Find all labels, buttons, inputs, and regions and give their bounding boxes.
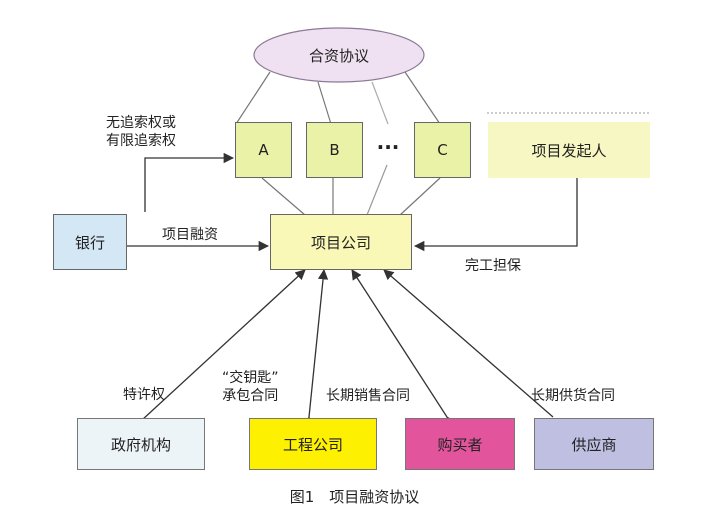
line-agreement-b (317, 81, 332, 125)
sales-label: 长期销售合同 (326, 388, 410, 404)
line-agreement-dots (371, 81, 389, 125)
sponsor-c: C (414, 122, 471, 178)
arrow-supplier (383, 269, 554, 418)
project-initiator: 项目发起人 (488, 122, 650, 178)
franchise-label: 特许权 (123, 387, 165, 403)
supplier: 供应商 (534, 418, 654, 470)
arrow-bank-recourse (144, 152, 235, 212)
engineering-company: 工程公司 (249, 418, 377, 470)
supply-label: 长期供货合同 (531, 388, 615, 404)
joint-venture-agreement: 合资协议 (308, 46, 369, 65)
arrow-buyer (351, 269, 457, 428)
arrow-completion-guarantee (413, 178, 578, 252)
turnkey-label: “交钥匙” 承包合同 (222, 370, 279, 404)
completion-label: 完工担保 (465, 258, 521, 274)
project-company: 项目公司 (270, 214, 412, 270)
recourse-label: 无追索权或 有限追索权 (106, 115, 176, 149)
sponsor-ellipsis: ··· (376, 135, 400, 159)
arrow-engineering (302, 268, 329, 427)
line-c-project (399, 177, 441, 216)
sponsor-b: B (306, 122, 363, 178)
line-agreement-a (235, 71, 271, 125)
buyer: 购买者 (405, 418, 515, 470)
line-dots-project (366, 164, 388, 216)
figure-caption: 图1 项目融资协议 (289, 488, 420, 506)
line-agreement-c (404, 71, 441, 125)
line-a-project (261, 177, 306, 216)
bank: 银行 (53, 214, 127, 270)
arrow-government (141, 269, 306, 421)
government-agency: 政府机构 (77, 418, 205, 470)
joint-venture-ellipse (253, 27, 425, 83)
sponsor-a: A (235, 122, 292, 178)
financing-label: 项目融资 (162, 227, 218, 243)
